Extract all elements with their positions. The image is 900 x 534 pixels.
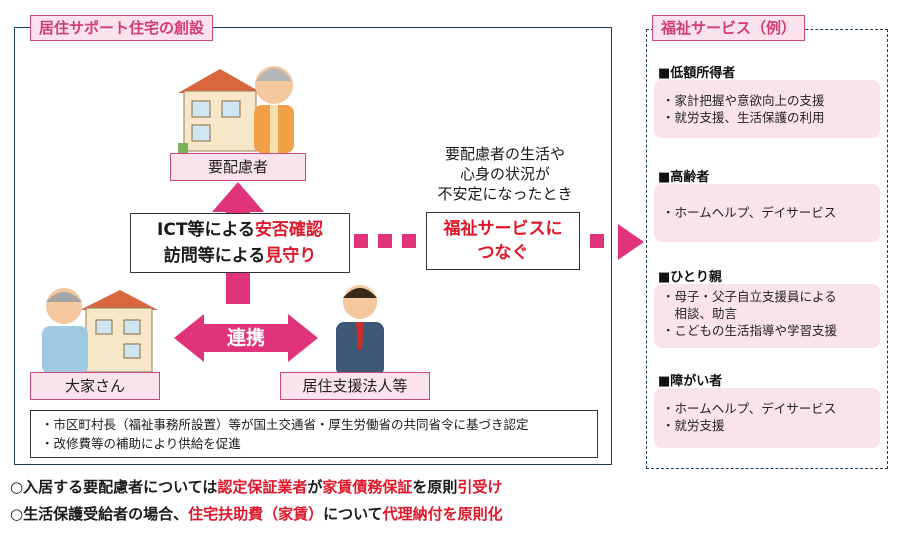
bottom-note-text: について	[323, 505, 383, 523]
note-line-1: ・市区町村長（福祉事務所設置）等が国土交通省・厚生労働省の共同省令に基づき認定	[41, 417, 529, 432]
renkei-double-arrow	[174, 314, 318, 362]
watch-box: ICT等による安否確認 訪問等による見守り	[130, 213, 350, 273]
bottom-note-text: が	[307, 478, 323, 496]
bottom-note-text: ○生活保護受給者の場合、	[10, 505, 189, 523]
bottom-note-2: ○生活保護受給者の場合、住宅扶助費（家賃）について代理納付を原則化	[10, 503, 503, 525]
bottom-note-text: を原則	[412, 478, 458, 496]
watch-ict-text: ICT等による	[157, 220, 255, 240]
bottom-note-highlight: 引受け	[457, 478, 503, 496]
service-group-heading: ■障がい者	[658, 374, 723, 389]
service-group-box: ・ホームヘルプ、デイサービス	[654, 184, 880, 242]
landlord-label: 大家さん	[30, 372, 160, 400]
service-item: ・ホームヘルプ、デイサービス	[662, 205, 837, 220]
connect-line-1: 福祉サービスに	[443, 219, 563, 239]
watch-over-text: 見守り	[265, 246, 317, 266]
dashed-connector-left	[354, 234, 416, 248]
service-group-heading: ■高齢者	[658, 170, 710, 185]
condition-text: 要配慮者の生活や 心身の状況が 不安定になったとき	[400, 144, 610, 204]
watch-visit-text: 訪問等による	[163, 246, 266, 266]
landlord-illustration	[42, 288, 158, 374]
service-item: ・母子・父子自立支援員による	[662, 289, 837, 304]
bottom-note-highlight: 代理納付を原則化	[382, 505, 503, 523]
support-staff-illustration	[336, 285, 384, 376]
service-group-heading: ■低額所得者	[658, 66, 736, 81]
condition-line-2: 心身の状況が	[459, 165, 550, 183]
notes-box: ・市区町村長（福祉事務所設置）等が国土交通省・厚生労働省の共同省令に基づき認定 …	[30, 410, 598, 458]
renkei-label: 連携	[226, 327, 265, 349]
condition-line-3: 不安定になったとき	[437, 185, 573, 203]
note-line-2: ・改修費等の補助により供給を促進	[41, 436, 241, 451]
service-group-box: ・家計把握や意欲向上の支援 ・就労支援、生活保護の利用	[654, 80, 880, 138]
connect-box: 福祉サービスに つなぐ	[426, 212, 580, 270]
care-person-label: 要配慮者	[170, 153, 306, 181]
service-group-box: ・ホームヘルプ、デイサービス ・就労支援	[654, 388, 880, 448]
bottom-note-highlight: 住宅扶助費（家賃）	[188, 505, 324, 523]
left-panel-title: 居住サポート住宅の創設	[30, 15, 214, 41]
bottom-note-1: ○入居する要配慮者については認定保証業者が家賃債務保証を原則引受け	[10, 476, 502, 498]
service-group-heading: ■ひとり親	[658, 270, 722, 285]
safety-check-text: 安否確認	[254, 220, 323, 240]
left-panel-frame	[14, 27, 612, 465]
house-elderly-illustration	[178, 66, 294, 153]
condition-line-1: 要配慮者の生活や	[444, 145, 565, 163]
bottom-note-highlight: 認定保証業者	[217, 478, 308, 496]
service-item: ・こどもの生活指導や学習支援	[662, 323, 838, 338]
service-item: ・家計把握や意欲向上の支援	[662, 93, 825, 108]
bottom-note-text: ○入居する要配慮者については	[10, 478, 218, 496]
support-org-label: 居住支援法人等	[280, 372, 430, 400]
service-item: ・ホームヘルプ、デイサービス	[662, 401, 837, 416]
arrow-to-services	[590, 224, 644, 260]
service-group-box: ・母子・父子自立支援員による 相談、助言 ・こどもの生活指導や学習支援	[654, 284, 880, 348]
connect-line-2: つなぐ	[477, 243, 529, 263]
service-item: 相談、助言	[662, 306, 738, 321]
bottom-note-highlight: 家賃債務保証	[322, 478, 413, 496]
right-panel-title: 福祉サービス（例）	[652, 15, 806, 41]
service-item: ・就労支援、生活保護の利用	[662, 110, 825, 125]
service-item: ・就労支援	[662, 418, 725, 433]
